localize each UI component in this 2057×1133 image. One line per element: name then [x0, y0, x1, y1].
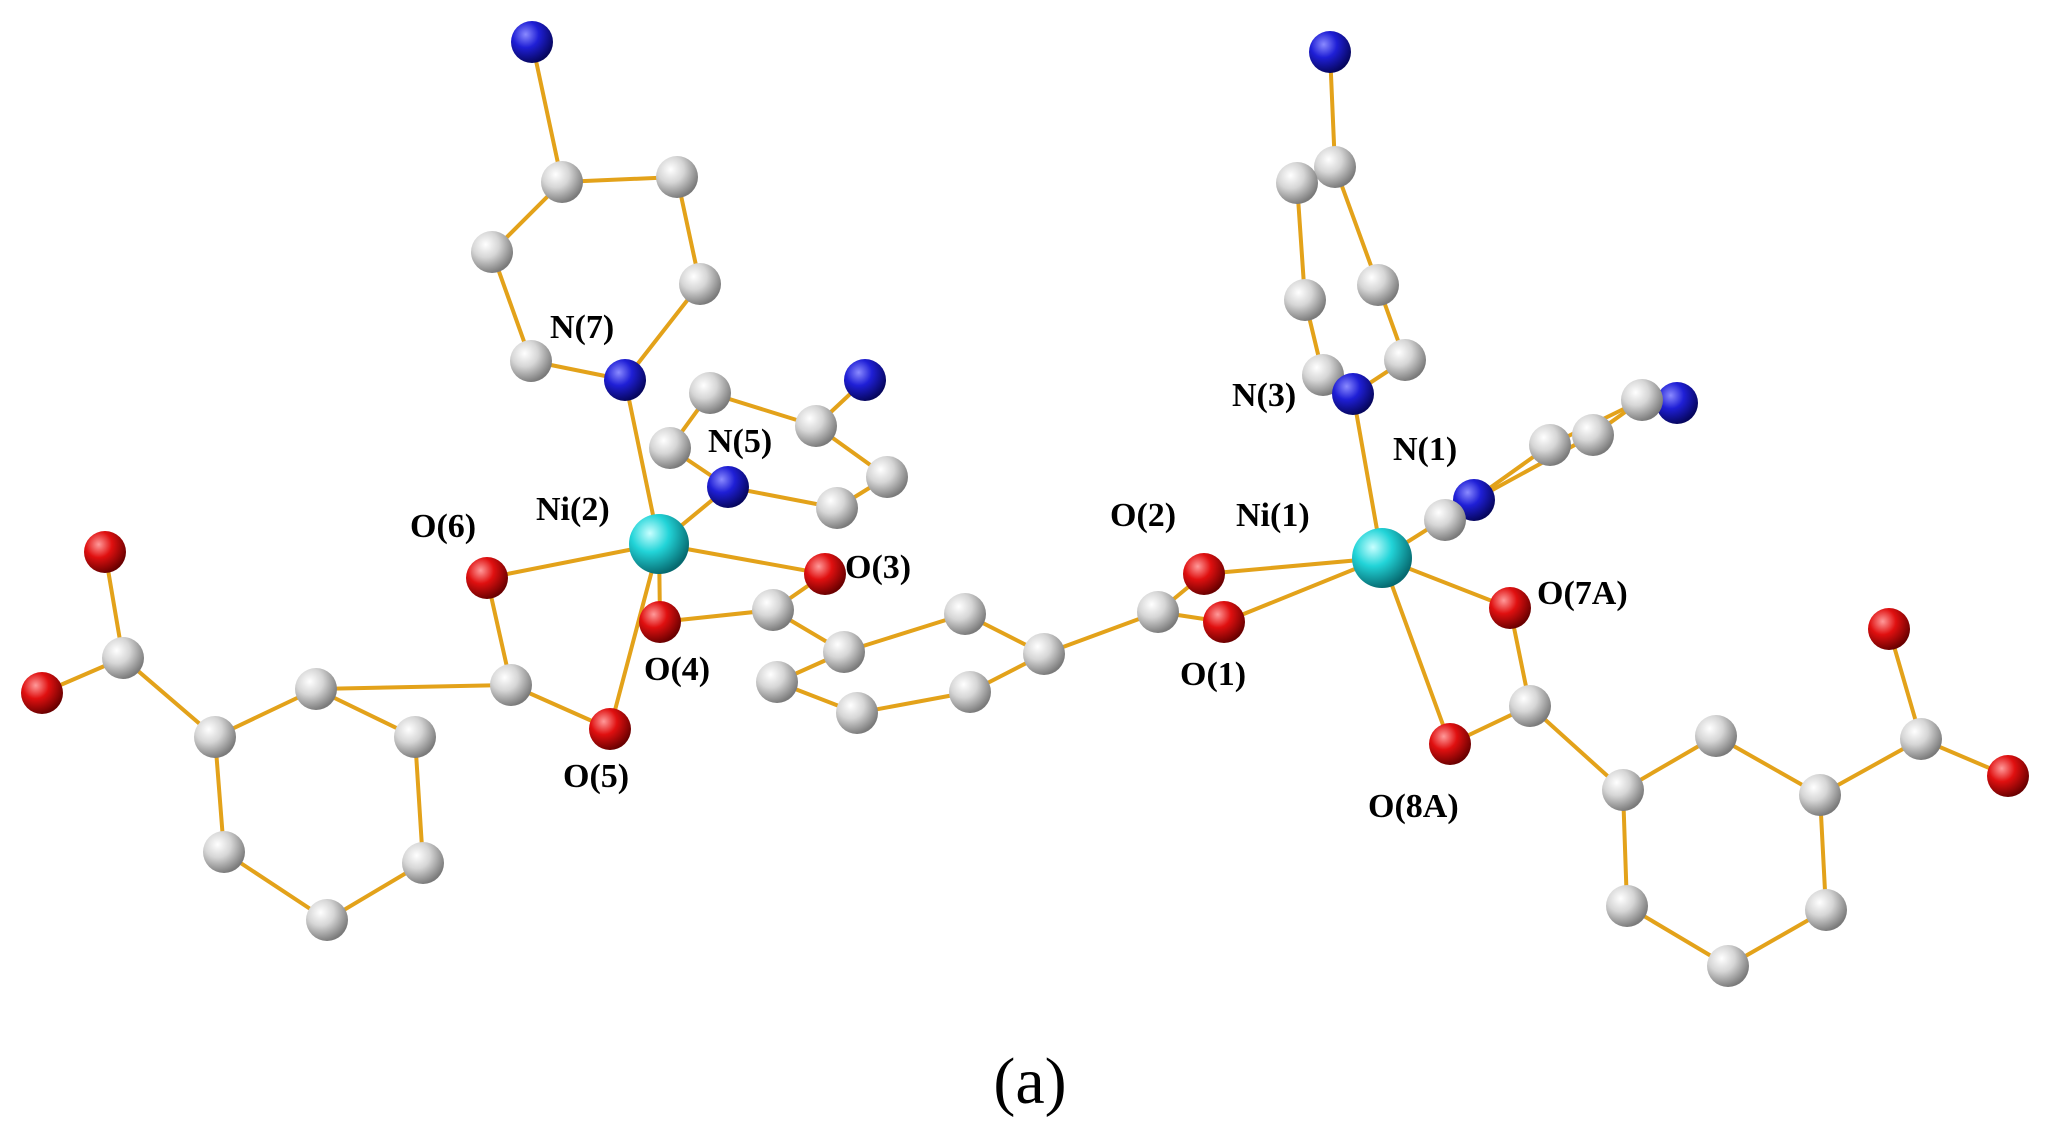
carbon-atom-cCarb3 [1509, 685, 1551, 727]
label-n5: N(5) [708, 423, 772, 460]
carbon-atom-pB1 [689, 372, 731, 414]
carbon-atom-pB4 [816, 487, 858, 529]
bond-br1-br2 [842, 612, 967, 654]
bond-r1b-cCarb2 [314, 683, 513, 691]
carbon-atom-r3b [1695, 715, 1737, 757]
carbon-atom-pC4 [1284, 279, 1326, 321]
bond-layer [40, 40, 2010, 968]
oxygen-atom-o5 [589, 708, 631, 750]
carbon-atom-r3d [1805, 889, 1847, 931]
bond-o5-ni2 [608, 542, 661, 731]
oxygen-atom-o6 [466, 557, 508, 599]
carbon-atom-pA3 [679, 263, 721, 305]
nitrogen-atom-nTop1 [511, 21, 553, 63]
carbon-atom-r1b [295, 668, 337, 710]
carbon-atom-r1e [306, 899, 348, 941]
carbon-atom-pA5 [510, 340, 552, 382]
oxygen-atom-oL1 [84, 531, 126, 573]
carbon-atom-r3f [1606, 885, 1648, 927]
label-ni2: Ni(2) [536, 491, 610, 528]
nitrogen-atom-nB [844, 359, 886, 401]
carbon-atom-pB2 [795, 405, 837, 447]
label-o2: O(2) [1110, 497, 1176, 534]
carbon-atom-cCarb1 [1137, 591, 1179, 633]
figure-caption: (a) [993, 1045, 1066, 1118]
bond-r1c-r1d [413, 735, 425, 865]
carbon-atom-pC1 [1314, 146, 1356, 188]
carbon-atom-pA2 [656, 156, 698, 198]
label-o5: O(5) [563, 758, 629, 795]
carbon-atom-r1c [394, 716, 436, 758]
carbon-atom-lin3 [1529, 424, 1571, 466]
nitrogen-atom-nTop2 [1309, 31, 1351, 73]
label-ni1: Ni(1) [1236, 497, 1310, 534]
carbon-atom-pB5 [649, 427, 691, 469]
nitrogen-atom-nR [1656, 382, 1698, 424]
oxygen-atom-o2 [1183, 553, 1225, 595]
label-o6: O(6) [410, 508, 476, 545]
carbon-atom-lin1 [1621, 379, 1663, 421]
carbon-atom-r1a [194, 716, 236, 758]
carbon-atom-pC3 [1357, 264, 1399, 306]
oxygen-atom-oRT [1868, 608, 1910, 650]
carbon-atom-r3e [1707, 945, 1749, 987]
nitrogen-atom-n7 [604, 359, 646, 401]
carbon-atom-br2 [944, 593, 986, 635]
carbon-atom-lin4 [1424, 499, 1466, 541]
carbon-atom-cR [1900, 718, 1942, 760]
label-n3: N(3) [1232, 377, 1296, 414]
oxygen-atom-o8a [1429, 723, 1471, 765]
label-o8a: O(8A) [1368, 788, 1459, 825]
carbon-atom-br3 [1023, 633, 1065, 675]
atom-layer [21, 21, 2029, 987]
carbon-atom-cCarb2 [490, 664, 532, 706]
carbon-atom-pC6 [1302, 354, 1344, 396]
carbon-atom-r3a [1602, 769, 1644, 811]
carbon-atom-pA1 [541, 161, 583, 203]
nickel-atom-ni1 [1352, 528, 1412, 588]
label-o4: O(4) [644, 651, 710, 688]
carbon-atom-br1 [823, 631, 865, 673]
carbon-atom-cL1 [102, 637, 144, 679]
oxygen-atom-o3 [804, 553, 846, 595]
carbon-atom-br6 [756, 661, 798, 703]
atom-labels: N(7) N(5) Ni(2) O(6) O(3) O(4) O(5) N(3)… [410, 309, 1628, 825]
carbon-atom-br4 [949, 671, 991, 713]
oxygen-atom-oL2 [21, 672, 63, 714]
carbon-atom-cBr1 [752, 589, 794, 631]
label-n7: N(7) [550, 309, 614, 346]
bond-lin2-n1 [1472, 433, 1595, 502]
bond-nTop1-pA1 [530, 40, 564, 184]
oxygen-atom-o7a [1489, 587, 1531, 629]
label-o1: O(1) [1180, 656, 1246, 693]
label-o7a: O(7A) [1537, 575, 1628, 612]
carbon-atom-br5 [836, 692, 878, 734]
carbon-atom-lin2 [1572, 414, 1614, 456]
carbon-atom-r3c [1799, 774, 1841, 816]
bond-o8a-ni1 [1380, 556, 1452, 746]
nickel-atom-ni2 [629, 514, 689, 574]
carbon-atom-pC2 [1276, 162, 1318, 204]
oxygen-atom-oR [1987, 755, 2029, 797]
carbon-atom-pA4 [471, 231, 513, 273]
oxygen-atom-o1 [1203, 601, 1245, 643]
nitrogen-atom-n5 [707, 466, 749, 508]
label-n1: N(1) [1393, 431, 1457, 468]
carbon-atom-r1d [402, 842, 444, 884]
label-o3: O(3) [845, 549, 911, 586]
carbon-atom-pC5 [1384, 339, 1426, 381]
nitrogen-atom-n3 [1332, 373, 1374, 415]
carbon-atom-r1f [203, 831, 245, 873]
carbon-atom-pB3 [866, 456, 908, 498]
oxygen-atom-o4 [639, 601, 681, 643]
